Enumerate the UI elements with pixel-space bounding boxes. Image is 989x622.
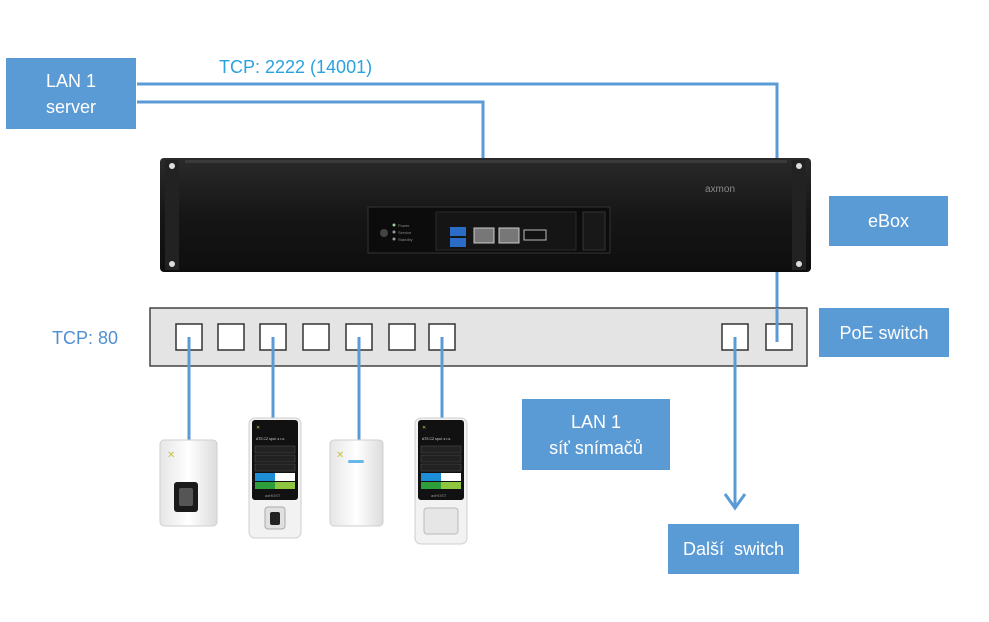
switch-port-4 <box>302 323 330 351</box>
ebox-led-standby: Standby <box>398 237 413 242</box>
switch-port-9 <box>765 323 793 351</box>
terminal-header: ATS CZ spol. s r.o. <box>422 437 451 441</box>
lan-readers-line1: LAN 1 <box>570 411 622 432</box>
lan-server-box: LAN 1 server <box>6 58 136 129</box>
next-switch-box: Další switch <box>668 524 799 574</box>
poe-switch <box>149 307 808 367</box>
tcp-server-port-label: TCP: 2222 (14001) <box>219 57 373 77</box>
ebox-rack-icon: axmon Power Service Standby <box>160 158 811 272</box>
terminal-brand: axHOST <box>431 493 447 498</box>
touch-terminal-icon: ✕ ATS CZ spol. s r.o. axHOST <box>248 417 302 539</box>
lan-readers-box: LAN 1 síť snímačů <box>522 399 670 470</box>
fingerprint-reader-icon: ✕ <box>159 439 218 527</box>
ebox-label-box: eBox <box>829 196 948 246</box>
svg-text:✕: ✕ <box>167 450 175 461</box>
poe-switch-label-box: PoE switch <box>819 308 949 357</box>
tcp-switch-port-label: TCP: 80 <box>52 328 119 348</box>
ebox-led-power: Power <box>398 223 410 228</box>
switch-port-6 <box>388 323 416 351</box>
svg-text:✕: ✕ <box>336 450 344 461</box>
arrow-down-icon <box>723 337 747 511</box>
switch-port-2 <box>217 323 245 351</box>
rj45-port-icon <box>498 227 520 244</box>
card-reader-icon: ✕ <box>329 439 384 527</box>
lan-server-line1: LAN 1 <box>45 70 97 91</box>
touch-terminal-icon: ✕ ATS CZ spol. s r.o. axHOST <box>414 417 468 545</box>
svg-text:✕: ✕ <box>422 425 426 431</box>
lan-readers-line2: síť snímačů <box>549 437 643 458</box>
ebox-led-service: Service <box>398 230 412 235</box>
terminal-brand: axHOST <box>265 493 281 498</box>
lan-server-line2: server <box>45 96 96 117</box>
svg-text:✕: ✕ <box>256 425 260 431</box>
ebox-logo: axmon <box>705 184 735 195</box>
rj45-port-icon <box>473 227 495 244</box>
terminal-header: ATS CZ spol. s r.o. <box>256 437 285 441</box>
